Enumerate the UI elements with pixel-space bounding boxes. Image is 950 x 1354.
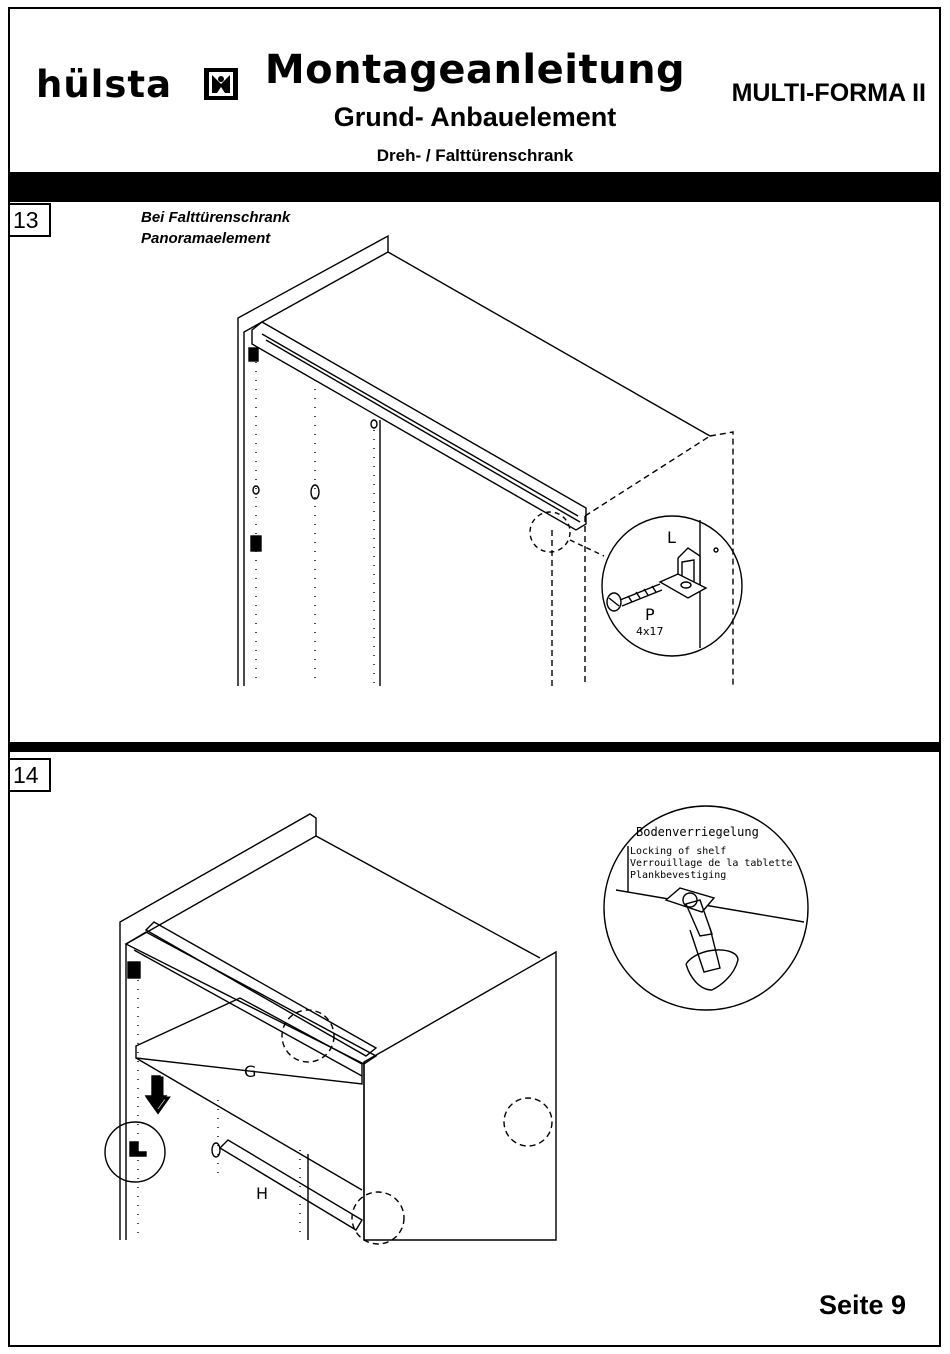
step14-cabinet <box>105 814 556 1244</box>
part-label-g: G <box>244 1062 256 1081</box>
detail-label-fr: Verrouillage de la tablette <box>630 858 793 870</box>
page-number: Seite 9 <box>819 1290 906 1321</box>
part-label-h: H <box>256 1184 268 1203</box>
detail-label-en: Locking of shelf <box>630 846 726 858</box>
detail-label-nl: Plankbevestiging <box>630 870 726 882</box>
detail-title-de: Bodenverriegelung <box>636 826 759 838</box>
